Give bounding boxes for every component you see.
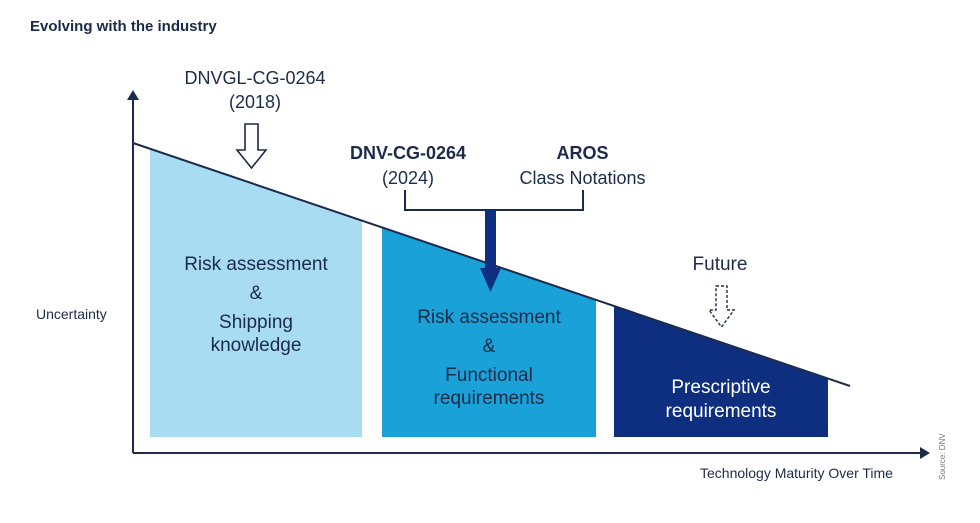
block-prescriptive-text: Prescriptive requirements [614, 376, 828, 424]
block1-line1: Risk assessment [184, 254, 328, 275]
milestone-dnvgl-code: DNVGL-CG-0264 [184, 68, 326, 88]
milestone-dnv-year: (2024) [381, 168, 435, 188]
future-dashed-arrow-icon [707, 285, 736, 329]
milestone-aros: AROS Class Notations [500, 141, 665, 191]
diagram-title: Evolving with the industry [30, 18, 217, 35]
milestone-dnvgl: DNVGL-CG-0264 (2018) [160, 66, 350, 114]
block3-line1: Prescriptive [671, 377, 771, 398]
milestone-aros-name: AROS [556, 143, 609, 163]
milestone-dnv: DNV-CG-0264 (2024) [328, 141, 488, 191]
block1-line2: & [249, 283, 263, 304]
block-risk-shipping [150, 148, 362, 437]
block-risk-functional [382, 227, 596, 437]
dnvgl-down-arrow-icon [235, 123, 268, 170]
y-axis-label: Uncertainty [36, 306, 107, 322]
milestone-aros-desc: Class Notations [519, 168, 646, 188]
milestone-dnv-code: DNV-CG-0264 [349, 143, 467, 163]
x-axis-label: Technology Maturity Over Time [700, 465, 893, 481]
source-note: Source: DNV [938, 433, 947, 480]
block2-line1: Risk assessment [417, 307, 561, 328]
block3-line2: requirements [665, 401, 777, 422]
block1-line3: Shipping [219, 312, 293, 333]
block1-line4: knowledge [210, 335, 302, 356]
block2-line3: Functional [445, 365, 533, 386]
milestone-bracket [404, 190, 584, 211]
milestone-future: Future [692, 254, 748, 275]
block2-line4: requirements [433, 388, 545, 409]
block-risk-functional-text: Risk assessment & Functional requirement… [382, 303, 596, 413]
block-risk-shipping-text: Risk assessment & Shipping knowledge [150, 250, 362, 360]
y-axis-arrowhead [127, 90, 139, 100]
block-prescriptive [614, 306, 828, 437]
dnv-arrow-shaft [485, 210, 496, 270]
block2-line2: & [482, 336, 496, 357]
dnv-down-arrow-icon [480, 268, 501, 292]
x-axis-arrowhead [920, 447, 930, 459]
milestone-dnvgl-year: (2018) [228, 92, 282, 112]
